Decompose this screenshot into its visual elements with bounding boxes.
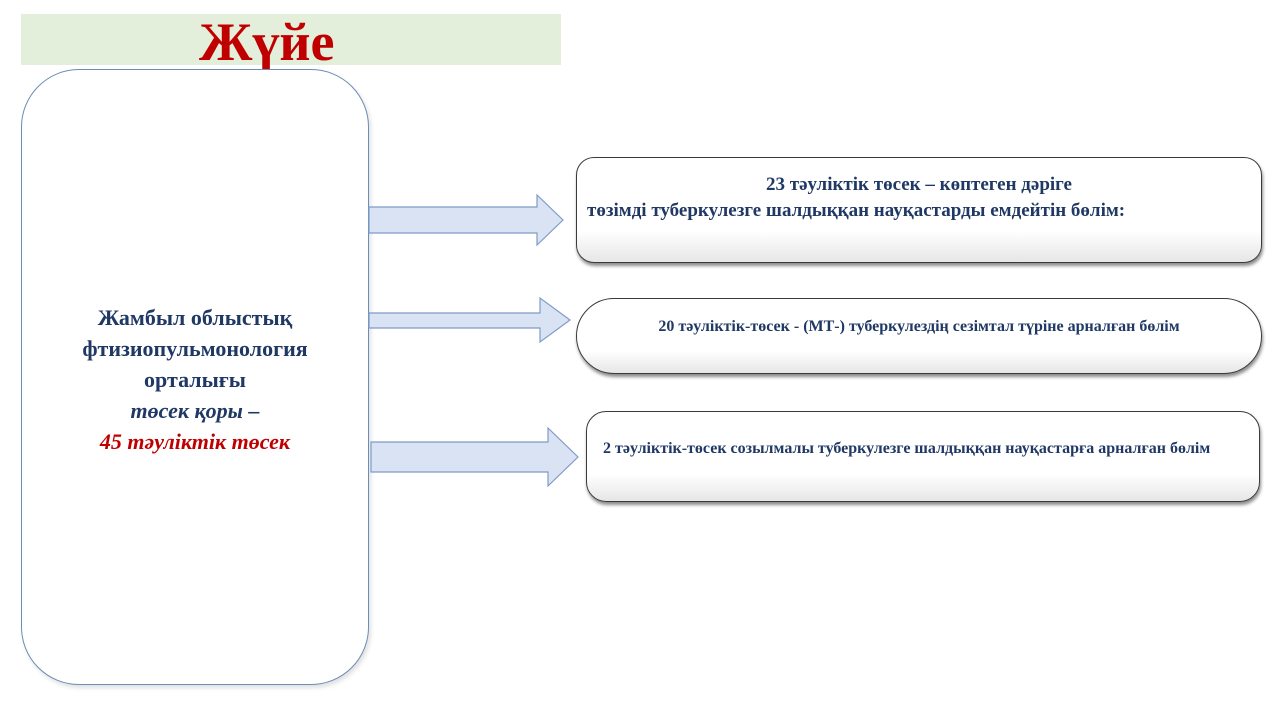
arrow-to-department-3 xyxy=(370,426,579,488)
page-title: Жүйе xyxy=(199,12,335,72)
department-box-2: 20 тәуліктік-төсек - (МТ-) туберкулездің… xyxy=(576,298,1262,374)
department-box-3: 2 тәуліктік-төсек созылмалы туберкулезге… xyxy=(586,411,1260,502)
center-organization-box: Жамбыл облыстық фтизиопульмонология орта… xyxy=(21,69,369,685)
department-3-text: 2 тәуліктік-төсек созылмалы туберкулезге… xyxy=(603,440,1211,457)
center-line-4: төсек қоры – xyxy=(130,398,260,423)
center-line-2: фтизиопульмонология xyxy=(82,336,308,361)
title-banner: Жүйе xyxy=(21,12,561,72)
department-2-text: 20 тәуліктік-төсек - (МТ-) туберкулездің… xyxy=(658,318,1180,335)
center-line-1: Жамбыл облыстық xyxy=(97,305,293,330)
department-1-line-1: 23 тәуліктік төсек – көптеген дәріге xyxy=(766,174,1072,195)
arrow-to-department-2 xyxy=(368,296,572,344)
center-total-beds: 45 тәуліктік төсек xyxy=(99,429,291,454)
department-box-1: 23 тәуліктік төсек – көптеген дәріге төз… xyxy=(576,157,1262,263)
center-line-3: орталығы xyxy=(144,367,246,392)
department-1-line-2: төзімді туберкулезге шалдыққан науқастар… xyxy=(587,200,1126,221)
center-organization-text: Жамбыл облыстық фтизиопульмонология орта… xyxy=(22,302,368,457)
arrow-to-department-1 xyxy=(368,193,564,247)
